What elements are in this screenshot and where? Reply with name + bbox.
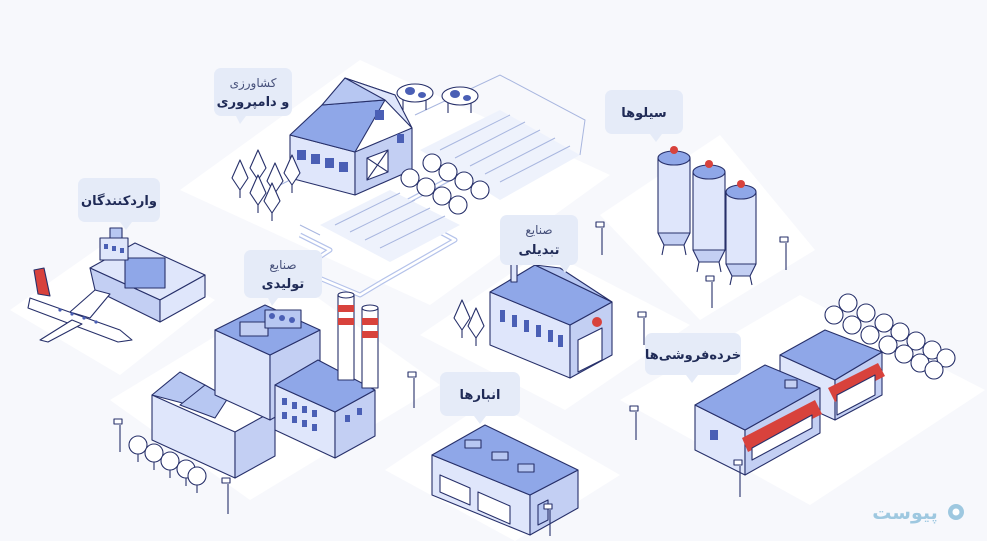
round-trees-farm bbox=[400, 153, 490, 215]
round-trees-retail bbox=[824, 293, 956, 380]
farm-scene bbox=[231, 74, 586, 262]
label-agriculture: کشاورزی و دامپروری bbox=[214, 68, 292, 124]
barn bbox=[289, 77, 413, 196]
svg-text:صنایع: صنایع bbox=[269, 258, 296, 272]
svg-text:تولیدی: تولیدی bbox=[262, 277, 305, 292]
retail-shops bbox=[694, 329, 885, 476]
brand-logo: پیوست bbox=[872, 502, 964, 524]
importers-scene bbox=[27, 227, 206, 343]
airplane bbox=[27, 267, 133, 343]
label-warehouses: انبارها bbox=[440, 372, 520, 424]
svg-text:سیلوها: سیلوها bbox=[621, 106, 666, 121]
svg-text:انبارها: انبارها bbox=[460, 388, 501, 403]
label-silos: سیلوها bbox=[605, 90, 683, 142]
svg-text:و دامپروری: و دامپروری bbox=[217, 95, 290, 110]
street-lamps bbox=[113, 221, 789, 536]
label-conversion-industry: صنایع تبدیلی bbox=[500, 215, 578, 273]
svg-text:واردکنندگان: واردکنندگان bbox=[81, 193, 157, 209]
round-trees-factory bbox=[128, 435, 207, 493]
cows bbox=[396, 83, 479, 113]
silo-1 bbox=[657, 146, 691, 256]
conversion-factory bbox=[489, 261, 613, 379]
manufacturing-factory bbox=[151, 291, 379, 479]
label-retailers: خرده‌فروشی‌ها bbox=[645, 333, 741, 383]
chimneys bbox=[337, 291, 379, 389]
silo-2 bbox=[692, 160, 726, 273]
svg-text:پیوست: پیوست bbox=[872, 502, 938, 524]
label-importers: واردکنندگان bbox=[78, 178, 160, 230]
svg-text:خرده‌فروشی‌ها: خرده‌فروشی‌ها bbox=[645, 348, 741, 363]
cargo-ship bbox=[89, 227, 206, 323]
label-manufacturing-industry: صنایع تولیدی bbox=[244, 250, 322, 306]
svg-text:تبدیلی: تبدیلی bbox=[518, 243, 559, 258]
conifer-trees bbox=[231, 149, 301, 221]
svg-text:کشاورزی: کشاورزی bbox=[230, 76, 277, 91]
conifer-trees-2 bbox=[453, 299, 485, 346]
silo-3 bbox=[725, 180, 757, 286]
warehouse bbox=[431, 424, 579, 536]
silos bbox=[657, 146, 757, 286]
svg-text:صنایع: صنایع bbox=[525, 223, 552, 237]
